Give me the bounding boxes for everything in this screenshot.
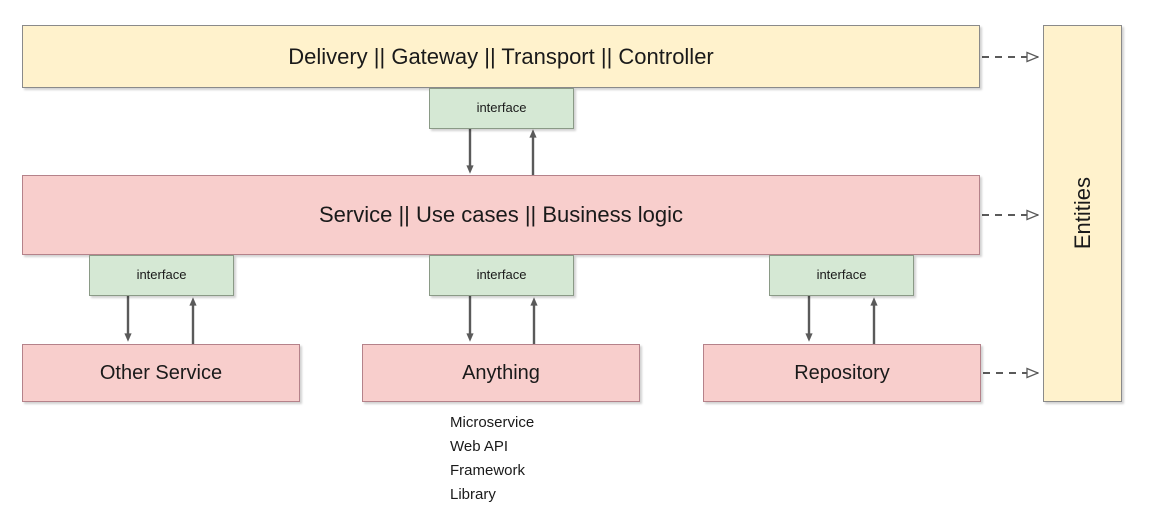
node-entities-label: Entities — [1069, 177, 1095, 250]
node-service-layer[interactable]: Service || Use cases || Business logic — [22, 175, 980, 255]
node-interface-top[interactable]: interface — [429, 88, 574, 129]
list-item: Framework — [450, 462, 526, 479]
node-delivery-label: Delivery || Gateway || Transport || Cont… — [288, 43, 714, 69]
anything-examples-list: Microservice Web API Framework Library — [450, 411, 534, 507]
node-entities[interactable]: Entities — [1043, 25, 1122, 402]
node-service-label: Service || Use cases || Business logic — [319, 202, 683, 228]
node-other-service-label: Other Service — [99, 361, 223, 384]
node-interface-right[interactable]: interface — [769, 255, 914, 296]
list-item: Microservice — [450, 414, 535, 431]
node-repository[interactable]: Repository — [703, 344, 981, 402]
node-other-service[interactable]: Other Service — [22, 344, 300, 402]
node-interface-top-label: interface — [476, 100, 527, 116]
node-interface-left[interactable]: interface — [89, 255, 234, 296]
list-item: Web API — [450, 438, 509, 455]
node-interface-right-label: interface — [816, 267, 867, 283]
node-anything-label: Anything — [462, 361, 540, 384]
node-anything[interactable]: Anything — [362, 344, 640, 402]
node-interface-mid-label: interface — [476, 267, 527, 283]
node-interface-mid[interactable]: interface — [429, 255, 574, 296]
node-interface-left-label: interface — [136, 267, 187, 283]
node-delivery-layer[interactable]: Delivery || Gateway || Transport || Cont… — [22, 25, 980, 88]
list-item: Library — [450, 486, 496, 503]
node-repository-label: Repository — [794, 361, 890, 384]
